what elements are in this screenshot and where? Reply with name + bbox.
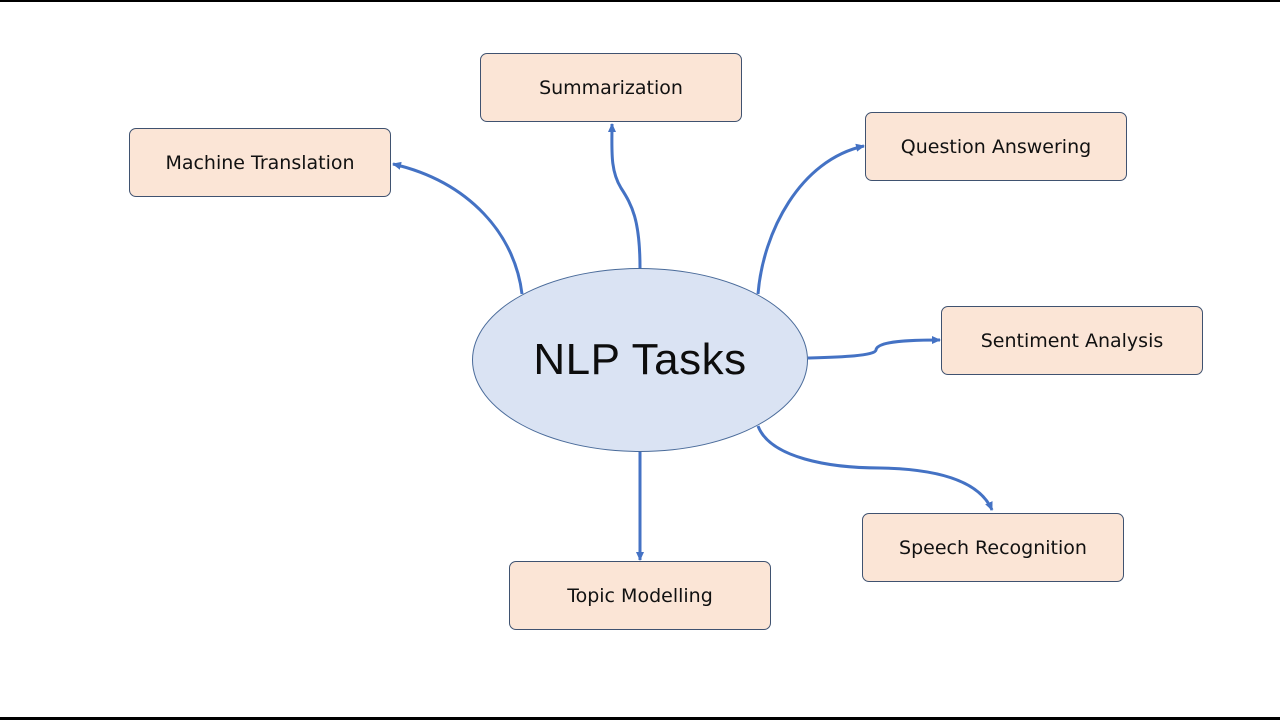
task-node-machine-translation: Machine Translation [129, 128, 391, 197]
task-node-question-answering: Question Answering [865, 112, 1127, 181]
center-node-label: NLP Tasks [533, 335, 747, 384]
arrow-to-machine-translation [392, 161, 524, 295]
arrow-to-summarization [607, 123, 642, 269]
task-node-label: Speech Recognition [899, 536, 1087, 559]
center-node-nlp-tasks: NLP Tasks [472, 268, 808, 452]
task-node-label: Question Answering [900, 135, 1092, 158]
task-node-label: Sentiment Analysis [980, 329, 1164, 352]
task-node-topic-modelling: Topic Modelling [509, 561, 771, 630]
task-node-label: Topic Modelling [567, 584, 713, 607]
task-node-label: Machine Translation [165, 151, 355, 174]
task-node-sentiment-analysis: Sentiment Analysis [941, 306, 1203, 375]
arrow-to-question-answering [756, 143, 865, 295]
task-node-speech-recognition: Speech Recognition [862, 513, 1124, 582]
arrow-to-sentiment-analysis [807, 336, 941, 360]
task-node-label: Summarization [539, 76, 683, 99]
task-node-summarization: Summarization [480, 53, 742, 122]
arrow-to-speech-recognition [756, 425, 994, 511]
